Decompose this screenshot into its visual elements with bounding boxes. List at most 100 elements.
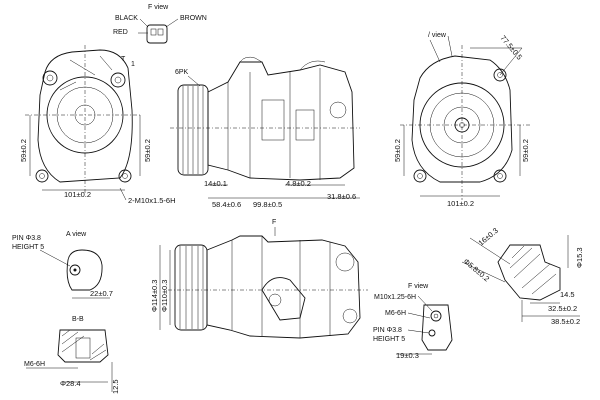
bottom-side-view: F Φ114±0.3 Φ110±0.3 (150, 219, 368, 339)
wire-brown-label: BROWN (180, 15, 207, 22)
leader-lines (407, 295, 433, 334)
rear-fitting (342, 308, 358, 324)
mount-hole (114, 76, 122, 84)
rear-view: / view 77.5±0.5 59±0.2 59±0.2 101±0.2 (393, 32, 530, 208)
section-label: B-B (72, 316, 84, 323)
side-panel (295, 109, 315, 141)
dim-left-height: 59±0.2 (19, 139, 28, 162)
f-view-boss (421, 304, 453, 351)
mount-ear (118, 169, 132, 183)
f-arrow-label: F (272, 219, 276, 226)
dim-5-8: Φ5.8±0.2 (462, 257, 491, 284)
leader-line (469, 237, 511, 265)
section-hatch (61, 329, 107, 361)
pulley-grooves (179, 246, 204, 329)
pin-height-label: HEIGHT 5 (12, 244, 44, 251)
body-ribs (227, 68, 321, 180)
dim-rear-width: 101±0.2 (447, 199, 474, 208)
front-view: F view BLACK BROWN RED T 1 59±0.2 59±0.2… (19, 4, 207, 205)
rear-housing (411, 55, 513, 183)
port-detail: 16±0.3 Φ15.3 Φ5.8±0.2 14.5 32.5±0.2 38.5… (462, 226, 584, 326)
dim-12-5: 12.5 (111, 379, 120, 394)
mount-hole (497, 72, 503, 78)
mount-ear (110, 72, 126, 88)
f-view-height: HEIGHT 5 (373, 336, 405, 343)
f-view-thread2: M6-6H (385, 310, 406, 317)
port-circle (268, 293, 282, 307)
section-thread: M6-6H (24, 361, 45, 368)
connector-letter-t: T (121, 56, 126, 63)
leader-line (461, 261, 506, 283)
dim-4-8: 4.8±0.2 (286, 179, 311, 188)
dim-114: Φ114±0.3 (150, 280, 159, 312)
housing-details (59, 55, 113, 91)
rear-port (329, 101, 347, 119)
b-b-section: B-B M6-6H Φ28.4 12.5 (24, 316, 120, 394)
connector-body (146, 24, 168, 44)
dim-31-8: 31.8±0.6 (327, 192, 356, 201)
mount-ear (35, 169, 49, 183)
dim-58-4: 58.4±0.6 (212, 200, 241, 209)
dim-16: 16±0.3 (477, 226, 500, 248)
side-view: 6PK 14±0.1 4.8±0.2 58.4±0.6 99.8±0.5 31.… (170, 56, 360, 209)
f-view-thread1: M10x1.25-6H (374, 294, 416, 301)
dim-15-3: Φ15.3 (575, 247, 584, 268)
f-view-detail: F view M10x1.25-6H M6-6H PIN Φ3.8 HEIGHT… (373, 283, 453, 360)
compressor-body-side (207, 61, 355, 181)
a-view-label: A view (66, 231, 87, 238)
mount-hole (417, 173, 423, 179)
mount-hole (46, 74, 54, 82)
leader-line (119, 187, 127, 201)
connector-letter-1: 1 (131, 61, 135, 68)
f-view-port-inner (433, 313, 439, 319)
leader-line (39, 249, 71, 267)
a-view: PIN Φ3.8 HEIGHT 5 A view 22±0.7 (12, 231, 113, 299)
section-bore (75, 337, 91, 359)
dim-19: 19±0.3 (396, 351, 419, 360)
dim-77-5: 77.5±0.5 (498, 34, 524, 62)
dim-14: 14±0.1 (204, 179, 227, 188)
f-view-top-label: F view (148, 4, 169, 11)
mount-ear (493, 68, 507, 82)
pin-boss (66, 249, 103, 291)
connector-pin (157, 28, 164, 36)
dim-99-8: 99.8±0.5 (253, 200, 282, 209)
f-view-pin: PIN Φ3.8 (373, 327, 402, 334)
section-body (57, 329, 109, 363)
port-cluster (261, 277, 306, 321)
dim-110: Φ110±0.3 (160, 280, 169, 312)
dim-28-4: Φ28.4 (60, 379, 81, 388)
f-view-label: F view (408, 283, 429, 290)
mount-ear (413, 169, 427, 183)
top-fittings (239, 56, 326, 71)
side-panel (261, 99, 285, 141)
compressor-body-bottom (206, 235, 361, 339)
pin-label: PIN Φ3.8 (12, 235, 41, 242)
mount-hole (39, 173, 45, 179)
rear-angle-label: / view (428, 32, 447, 39)
dim-thread: 2-M10x1.5-6H (128, 196, 176, 205)
f-view-pin-circle (428, 329, 436, 337)
dim-14-5: 14.5 (560, 290, 575, 299)
wire-red-label: RED (113, 29, 128, 36)
wire-leaders (138, 18, 179, 34)
pin-center (73, 268, 77, 272)
rear-pulley-inner (443, 106, 481, 144)
front-housing (37, 49, 133, 183)
dim-rear-right-height: 59±0.2 (521, 139, 530, 162)
rear-fitting (335, 252, 355, 272)
mount-hole (122, 173, 128, 179)
pin-circle (69, 264, 81, 276)
mount-hole (497, 173, 503, 179)
dim-line (470, 47, 523, 76)
leader-line (187, 75, 201, 87)
port-body (497, 244, 561, 301)
connector-pin (150, 28, 157, 36)
pulley-grooves (182, 86, 204, 174)
dim-width: 101±0.2 (64, 190, 91, 199)
wire-black-label: BLACK (115, 15, 138, 22)
belt-label: 6PK (175, 69, 189, 76)
dim-right-height: 59±0.2 (143, 139, 152, 162)
mount-ear (493, 169, 507, 183)
